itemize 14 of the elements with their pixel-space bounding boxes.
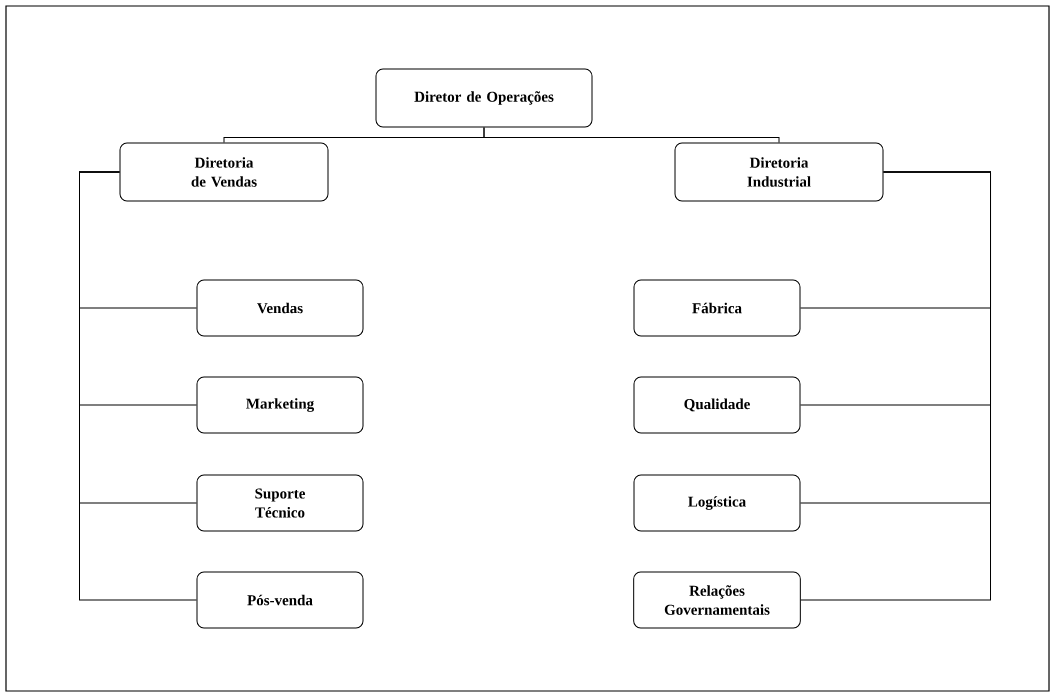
org-box: Qualidade	[633, 376, 801, 434]
org-box: Logística	[633, 474, 801, 532]
org-box: Diretor de Operações	[375, 68, 593, 128]
org-box: Marketing	[196, 376, 364, 434]
org-box: Diretoria de Vendas	[119, 142, 329, 202]
org-box: Pós-venda	[196, 571, 364, 629]
org-box: Diretoria Industrial	[674, 142, 884, 202]
org-box: Suporte Técnico	[196, 474, 364, 532]
org-box: Relações Governamentais	[633, 571, 801, 629]
org-box: Vendas	[196, 279, 364, 337]
org-box: Fábrica	[633, 279, 801, 337]
connector-line	[800, 171, 991, 601]
connector-line	[483, 127, 780, 143]
connector-line	[79, 171, 197, 601]
